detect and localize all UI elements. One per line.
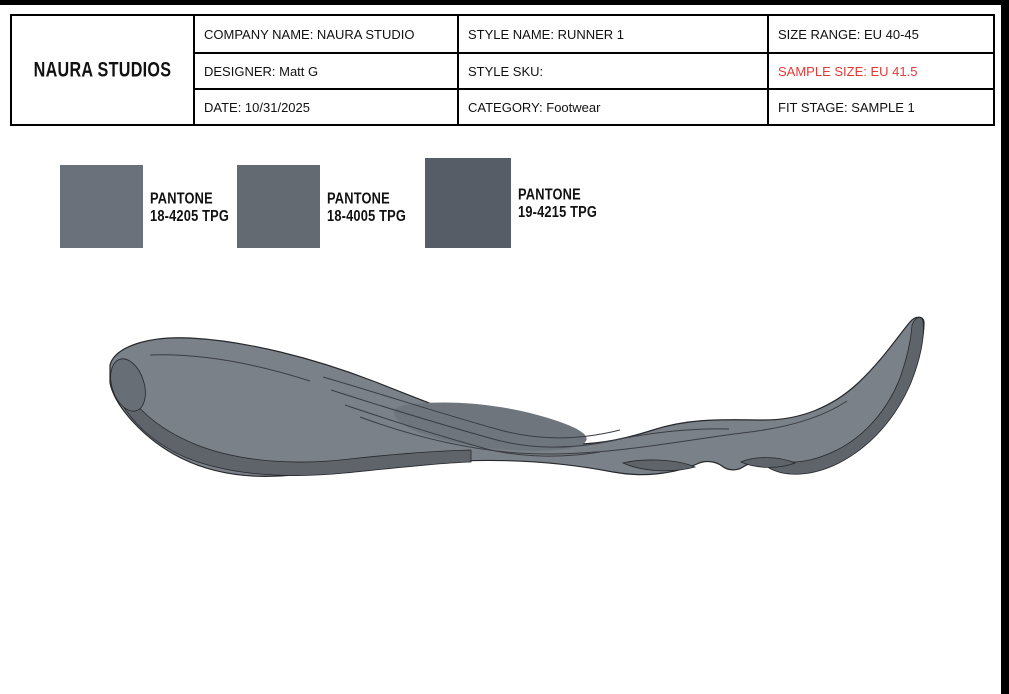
designer-text: DESIGNER: Matt G xyxy=(204,63,319,79)
fit-stage-text: FIT STAGE: SAMPLE 1 xyxy=(778,99,915,115)
cell-style-sku: STYLE SKU: xyxy=(457,52,767,88)
cell-date: DATE: 10/31/2025 xyxy=(195,88,457,124)
midsole-illustration xyxy=(109,316,925,477)
pantone-code-1: 18-4205 TPG xyxy=(150,206,230,224)
pantone-brand-2: PANTONE xyxy=(327,189,390,207)
cell-company-name: COMPANY NAME: NAURA STUDIO xyxy=(195,16,457,52)
heel-pod xyxy=(110,358,146,412)
cell-size-range: SIZE RANGE: EU 40-45 xyxy=(767,16,993,52)
cell-sample-size: SAMPLE SIZE: EU 41.5 xyxy=(767,52,993,88)
style-sku-text: STYLE SKU: xyxy=(468,63,544,79)
artboard-edge-top xyxy=(0,0,1009,5)
pantone-code-3: 19-4215 TPG xyxy=(518,203,598,221)
pantone-swatch-2 xyxy=(237,165,320,248)
size-range-text: SIZE RANGE: EU 40-45 xyxy=(778,26,919,42)
company-name-text: COMPANY NAME: NAURA STUDIO xyxy=(204,26,415,42)
cell-fit-stage: FIT STAGE: SAMPLE 1 xyxy=(767,88,993,124)
sample-size-text: SAMPLE SIZE: EU 41.5 xyxy=(778,63,918,79)
pantone-swatch-group-1: PANTONE 18-4205 TPG xyxy=(60,165,233,248)
pantone-label-3: PANTONE 19-4215 TPG xyxy=(518,186,597,221)
cell-style-name: STYLE NAME: RUNNER 1 xyxy=(457,16,767,52)
company-logo: NAURA STUDIOS xyxy=(12,16,195,124)
outsole-pod-b xyxy=(739,457,797,468)
contour-line-heel xyxy=(149,354,311,382)
pantone-code-2: 18-4005 TPG xyxy=(327,206,407,224)
spec-header-table: NAURA STUDIOS COMPANY NAME: NAURA STUDIO… xyxy=(10,14,995,126)
cell-designer: DESIGNER: Matt G xyxy=(195,52,457,88)
outsole-heel-strip xyxy=(110,374,472,476)
pantone-swatch-group-2: PANTONE 18-4005 TPG xyxy=(237,165,410,248)
saddle-shade xyxy=(394,402,587,451)
pantone-swatch-1 xyxy=(60,165,143,248)
pantone-label-2: PANTONE 18-4005 TPG xyxy=(327,189,406,224)
contour-line-2 xyxy=(330,389,730,448)
pantone-brand-3: PANTONE xyxy=(518,185,581,203)
artboard-edge-right xyxy=(1001,0,1009,694)
outsole-pod-a xyxy=(621,459,697,472)
contour-lines xyxy=(149,354,848,457)
contour-line-1 xyxy=(322,376,621,439)
cell-category: CATEGORY: Footwear xyxy=(457,88,767,124)
pantone-swatch-group-3: PANTONE 19-4215 TPG xyxy=(425,158,601,248)
style-name-text: STYLE NAME: RUNNER 1 xyxy=(468,26,625,42)
category-text: CATEGORY: Footwear xyxy=(468,99,601,115)
contour-line-3 xyxy=(344,404,601,457)
contour-line-4 xyxy=(359,400,848,455)
pantone-swatch-3 xyxy=(425,158,511,248)
spec-grid: COMPANY NAME: NAURA STUDIO STYLE NAME: R… xyxy=(195,16,993,124)
pantone-label-1: PANTONE 18-4205 TPG xyxy=(150,189,229,224)
pantone-brand-1: PANTONE xyxy=(150,189,213,207)
date-text: DATE: 10/31/2025 xyxy=(204,99,310,115)
logo-text: NAURA STUDIOS xyxy=(33,57,172,82)
